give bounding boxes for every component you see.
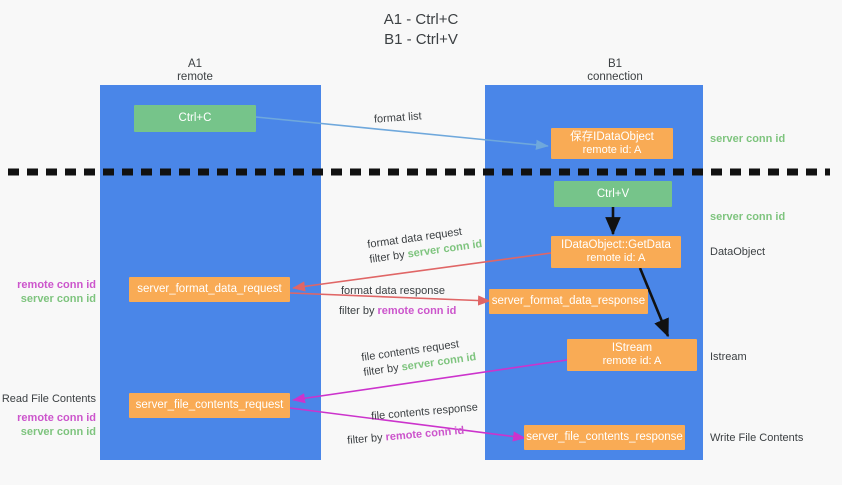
edge-label-format-data-response: format data response filter by remote co… [339, 284, 456, 319]
node-save-idataobject-sub: remote id: A [582, 143, 642, 156]
node-server-file-contents-response-label: server_file_contents_response [526, 431, 683, 443]
node-ctrl-c-label: Ctrl+C [178, 112, 212, 124]
side-note-read-file-title: Read File Contents [1, 393, 96, 405]
title-line-1: A1 - Ctrl+C [383, 11, 459, 28]
edge-label-fmt-res-line2: filter by remote conn id [339, 304, 456, 319]
side-note-read-remote-conn: remote conn id [17, 412, 96, 424]
node-getdata-label: IDataObject::GetData [561, 239, 671, 251]
file-res-filter-key: remote conn id [385, 424, 465, 444]
edge-label-format-list-text: format list [373, 110, 423, 126]
edge-label-file-res-line2: filter by remote conn id [347, 422, 481, 449]
side-note-right-istream: Istream [710, 351, 747, 363]
node-istream-sub: remote id: A [602, 355, 662, 367]
edge-label-format-data-request: format data request filter by server con… [366, 222, 483, 268]
node-save-idataobject[interactable]: 保存IDataObject remote id: A [551, 128, 673, 159]
node-getdata[interactable]: IDataObject::GetData remote id: A [551, 236, 681, 268]
side-note-read-server-conn: server conn id [20, 426, 96, 438]
node-server-format-data-response-label: server_format_data_response [491, 295, 646, 307]
edge-label-file-contents-request: file contents request filter by server c… [360, 335, 477, 381]
file-req-filter-prefix: filter by [362, 361, 403, 379]
side-note-format-remote-conn: remote conn id [17, 279, 96, 291]
lane-a1-sub: remote [177, 71, 213, 83]
title-line-2: B1 - Ctrl+V [384, 31, 458, 48]
node-istream-label: IStream [611, 342, 653, 354]
node-server-format-data-response[interactable]: server_format_data_response [489, 289, 648, 314]
node-server-format-data-request[interactable]: server_format_data_request [129, 277, 290, 302]
side-note-format-server-conn: server conn id [20, 293, 96, 305]
lane-b1-sub: connection [587, 71, 643, 83]
node-istream[interactable]: IStream remote id: A [567, 339, 697, 371]
fmt-req-filter-prefix: filter by [368, 248, 409, 266]
file-res-filter-prefix: filter by [346, 431, 387, 447]
node-ctrl-v-label: Ctrl+V [596, 187, 630, 200]
side-note-right-write-file-contents: Write File Contents [710, 432, 804, 444]
node-server-file-contents-request-label: server_file_contents_request [135, 399, 284, 411]
lane-header-a1: A1 remote [130, 58, 260, 84]
side-note-right-dataobject: DataObject [710, 246, 766, 258]
lane-b1-name: B1 [607, 58, 623, 70]
edge-label-format-list: format list [374, 109, 423, 127]
page-title: A1 - Ctrl+C B1 - Ctrl+V [0, 10, 842, 50]
node-server-format-data-request-label: server_format_data_request [137, 283, 282, 295]
node-ctrl-v[interactable]: Ctrl+V [554, 181, 672, 207]
fmt-res-filter-prefix: filter by [339, 305, 378, 317]
edge-label-file-res-line1: file contents response [370, 401, 479, 423]
node-server-file-contents-request[interactable]: server_file_contents_request [129, 393, 290, 418]
fmt-res-filter-key: remote conn id [377, 305, 457, 317]
side-note-right-server-conn-top: server conn id [710, 133, 786, 145]
node-getdata-sub: remote id: A [586, 252, 646, 264]
edge-label-fmt-res-line1: format data response [341, 285, 445, 297]
side-note-format-conn-ids: remote conn id server conn id [0, 278, 96, 306]
node-server-file-contents-response[interactable]: server_file_contents_response [524, 425, 685, 450]
side-note-read-file-contents: Read File Contents remote conn id server… [0, 392, 96, 439]
side-note-right-server-conn-second: server conn id [710, 211, 786, 223]
lane-header-b1: B1 connection [545, 58, 685, 84]
node-save-idataobject-label: 保存IDataObject [570, 130, 654, 143]
lane-a1-name: A1 [187, 58, 203, 70]
edge-label-file-contents-response: file contents response filter by remote … [347, 400, 481, 446]
node-ctrl-c[interactable]: Ctrl+C [134, 105, 256, 132]
